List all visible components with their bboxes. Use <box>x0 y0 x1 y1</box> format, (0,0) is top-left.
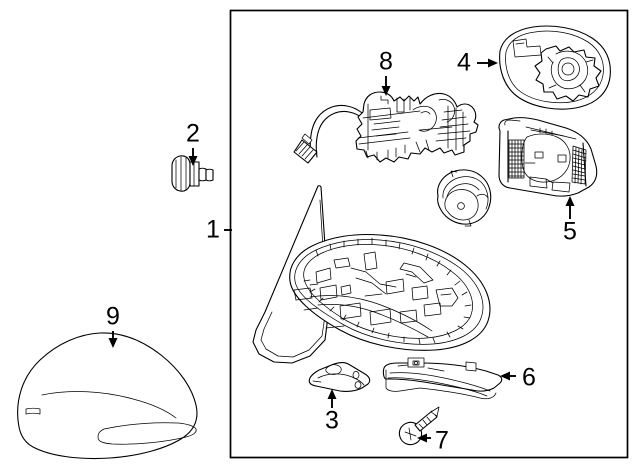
callout-3-label: 3 <box>325 407 339 435</box>
callout-5-mirror-housing: 5 <box>563 196 577 246</box>
callout-9-mirror-cover: 9 <box>106 303 120 348</box>
callout-8-actuator: 8 <box>379 48 393 96</box>
callout-9-label: 9 <box>106 303 120 331</box>
callout-2-arrowhead <box>188 156 198 166</box>
callout-9-arrowhead <box>108 338 118 348</box>
part-mirror-housing <box>498 117 598 197</box>
part-mounting-bolt <box>171 155 214 192</box>
part-folding-motor <box>437 169 492 227</box>
callout-2-bolt: 2 <box>186 120 200 166</box>
callout-8-label: 8 <box>379 48 393 76</box>
callout-6-label: 6 <box>522 364 536 392</box>
callout-3-arrowhead <box>327 389 337 399</box>
part-turn-signal-lamp <box>382 357 503 400</box>
callout-2-label: 2 <box>186 120 200 148</box>
part-mirror-outer-cover <box>17 332 198 460</box>
callout-4-label: 4 <box>457 49 471 77</box>
callout-3-bracket: 3 <box>325 389 339 435</box>
callout-8-arrowhead <box>381 86 391 96</box>
callout-1-label: 1 <box>206 216 220 244</box>
callout-4-mirror-glass: 4 <box>457 49 498 77</box>
callout-6-turn-signal-lamp: 6 <box>500 364 536 392</box>
callout-5-arrowhead <box>565 196 575 206</box>
callout-6-arrowhead <box>500 371 510 381</box>
part-complete-mirror-assembly <box>252 185 491 364</box>
callout-7-arrowhead <box>417 433 427 443</box>
part-mirror-base-bracket <box>308 362 371 392</box>
callout-4-arrowhead <box>488 58 498 68</box>
part-tapping-screw <box>398 406 440 446</box>
callout-5-label: 5 <box>563 218 577 246</box>
part-mirror-actuator-assembly <box>293 91 479 164</box>
part-mirror-glass <box>499 25 611 110</box>
callout-1-mirror-assembly: 1 <box>206 216 232 244</box>
callout-7-screw: 7 <box>417 427 449 455</box>
callout-7-label: 7 <box>435 427 449 455</box>
